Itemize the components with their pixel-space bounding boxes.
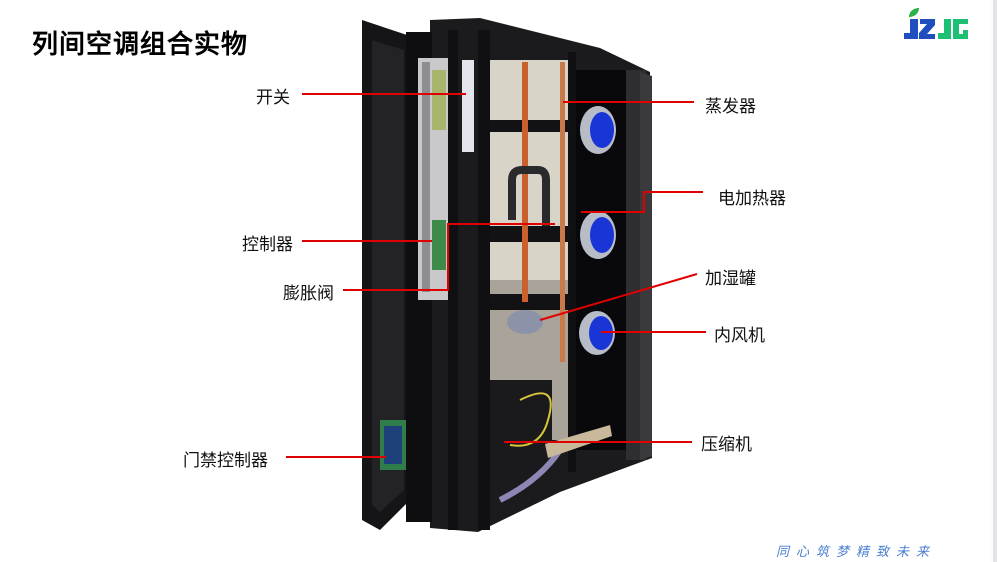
callout-line-humidifier	[539, 273, 698, 321]
jzjg-logo	[904, 8, 968, 39]
label-electric-heater: 电加热器	[718, 189, 786, 209]
callout-line-electric-heater	[581, 191, 703, 213]
label-compressor: 压缩机	[701, 435, 752, 455]
label-humidifier: 加湿罐	[705, 269, 756, 289]
fan-icon	[579, 106, 616, 355]
leaf-icon	[909, 8, 919, 17]
label-expansion-valve: 膨胀阀	[283, 284, 334, 304]
label-access-controller: 门禁控制器	[183, 451, 268, 471]
slide-edge-gap	[990, 0, 993, 562]
slogan: 同心筑梦精致未来	[776, 545, 937, 560]
page-title: 列间空调组合实物	[32, 30, 249, 60]
label-evaporator: 蒸发器	[705, 97, 756, 117]
label-controller: 控制器	[242, 235, 293, 255]
label-indoor-fan: 内风机	[714, 326, 765, 346]
callout-line-expansion-valve	[343, 223, 555, 291]
slide-scroll-edge	[993, 0, 997, 562]
label-switch: 开关	[256, 88, 290, 108]
